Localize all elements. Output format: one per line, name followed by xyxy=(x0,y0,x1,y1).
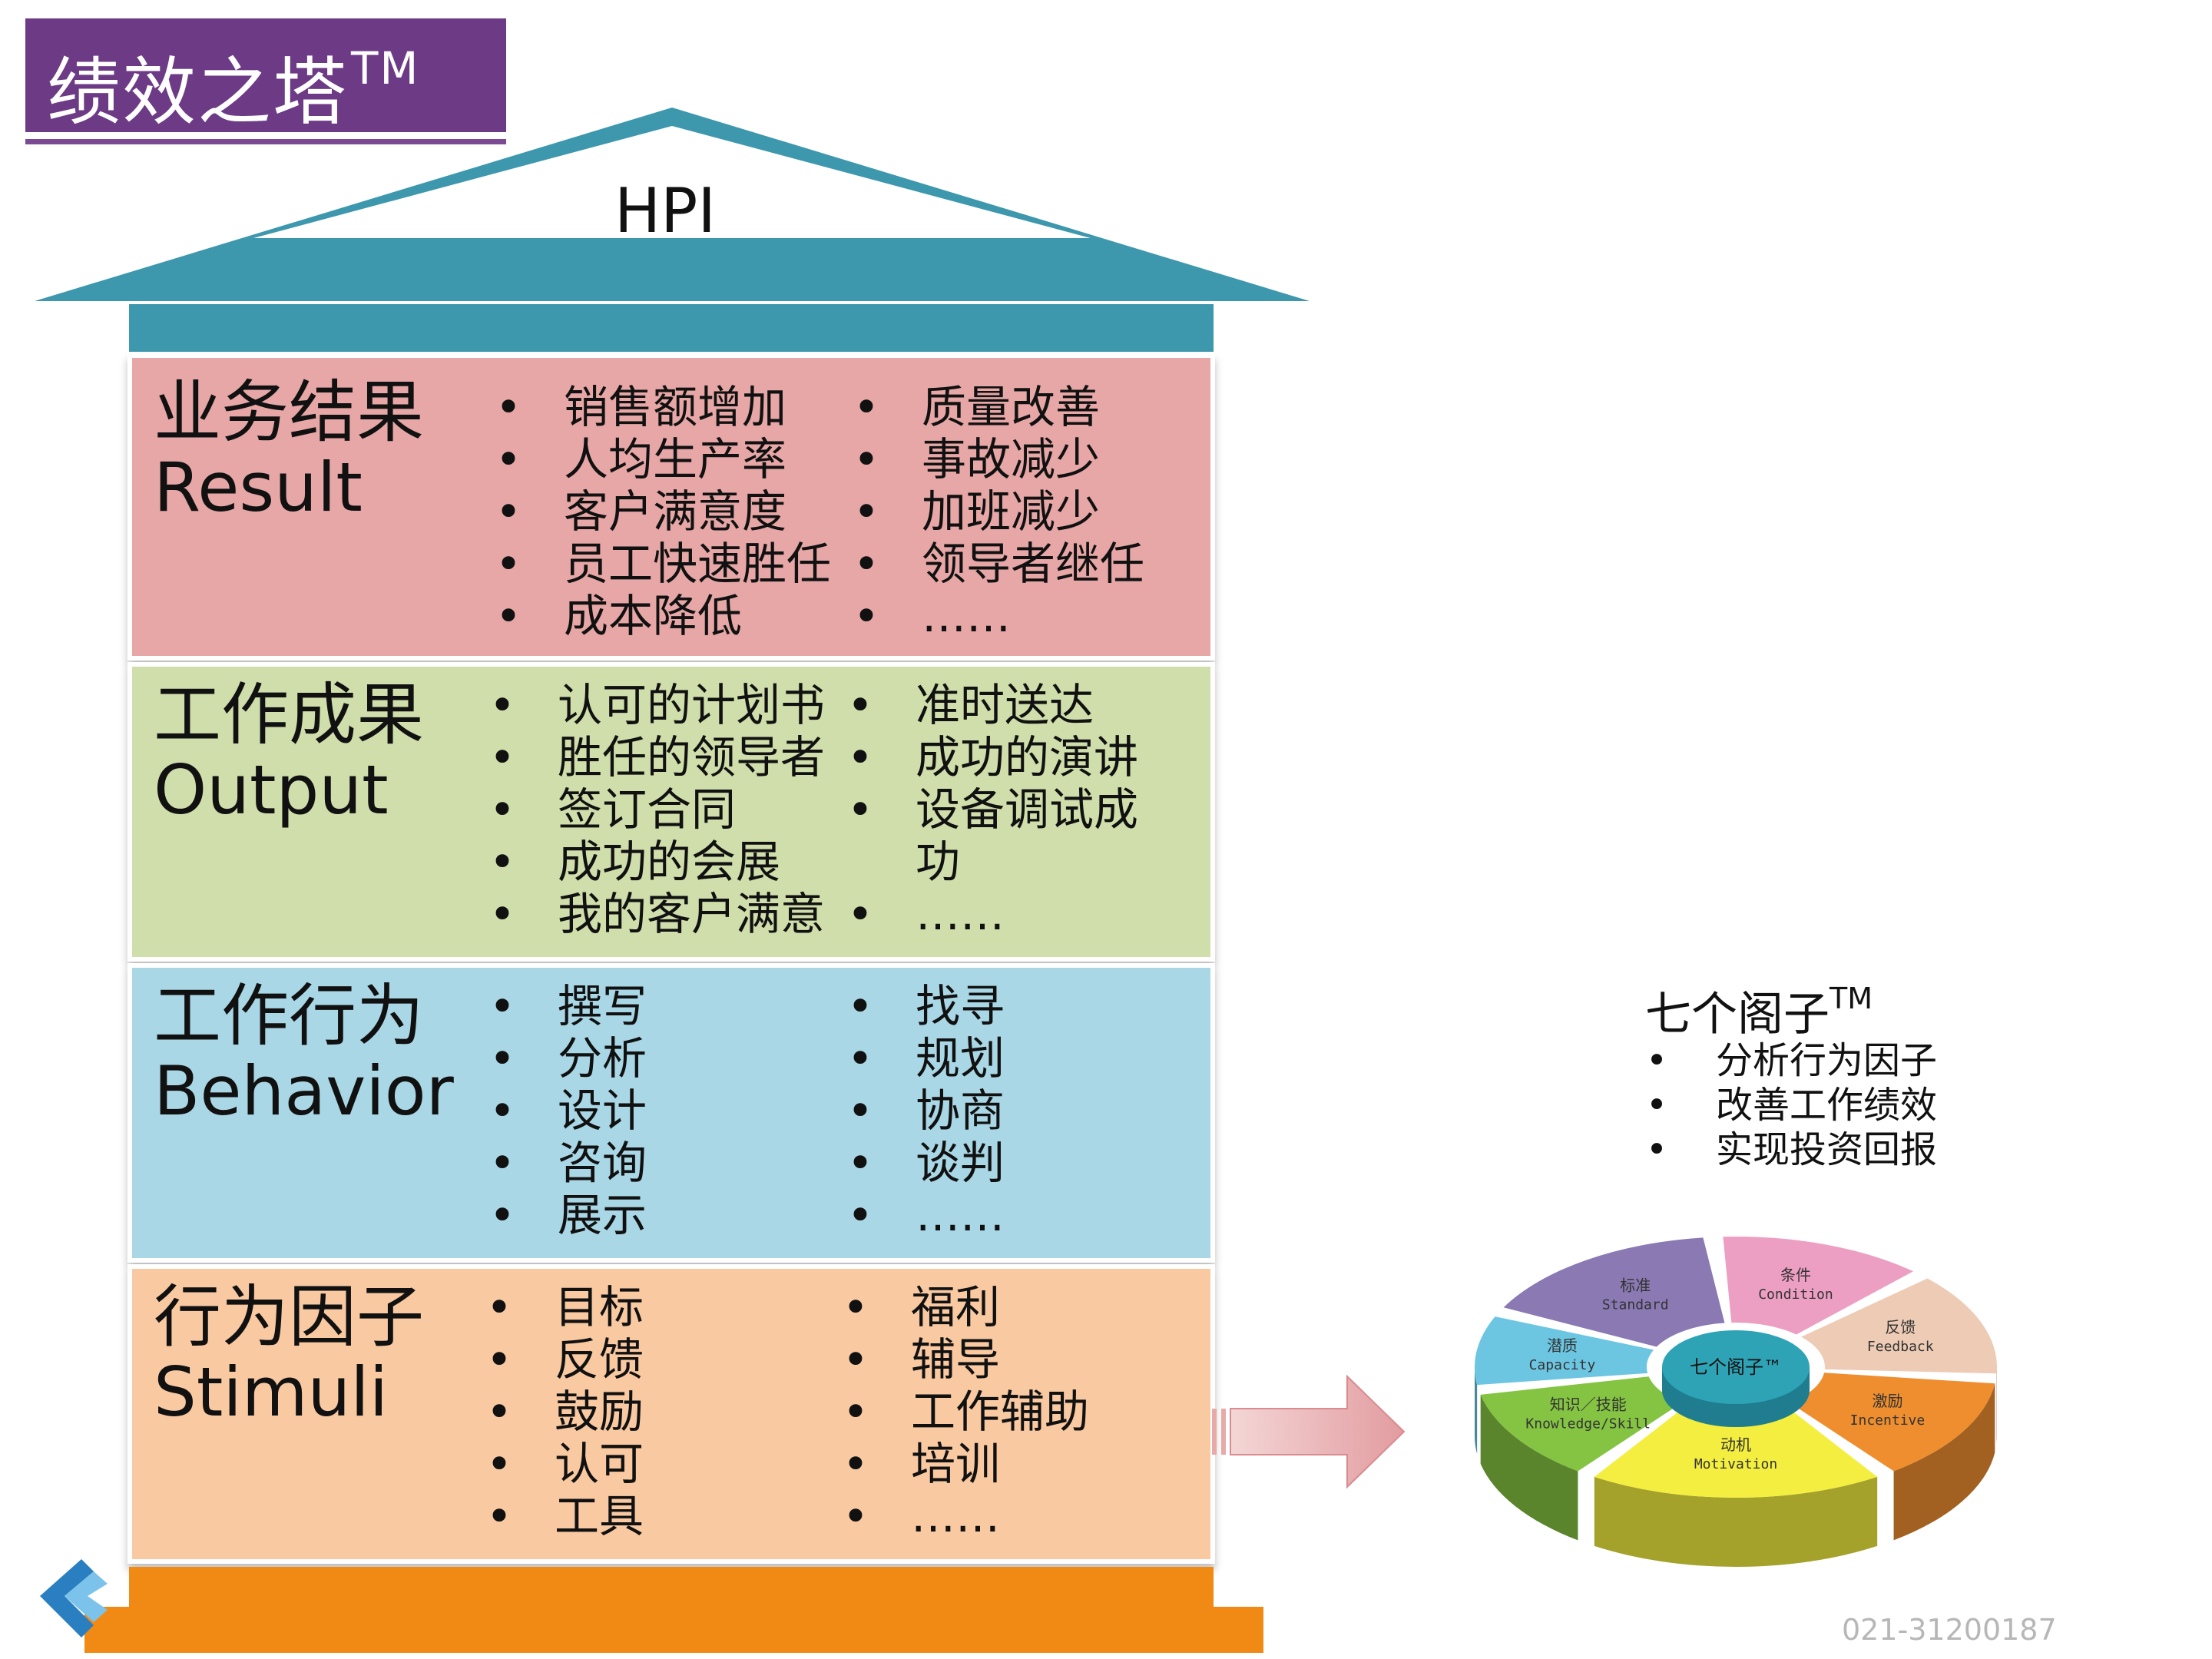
list-item: •…… xyxy=(846,888,1005,940)
wheel-segment-standard: 标准 Standard xyxy=(1503,1237,1725,1347)
list-item: •认可的计划书 xyxy=(488,679,826,731)
list-item: •成功的演讲 xyxy=(846,731,1139,783)
tier-list-left: •销售额增加 •人均生产率 •客户满意度 •员工快速胜任 •成本降低 xyxy=(493,381,831,642)
list-item: •撰写 xyxy=(488,980,647,1032)
list-item: •领导者继任 xyxy=(853,538,1145,590)
tier-list-right: •质量改善 •事故减少 •加班减少 •领导者继任 •…… xyxy=(851,381,1144,642)
tier-list-right: •找寻 •规划 •协商 •谈判 •…… xyxy=(845,980,1005,1241)
segment-label-zh: 反馈 xyxy=(1885,1318,1916,1336)
seven-wheel: 标准 Standard 条件 Condition 反馈 Feedback 激励 Incenti… xyxy=(1475,1237,1997,1567)
list-item: •规划 xyxy=(846,1032,1005,1084)
list-item: •反馈 xyxy=(485,1333,644,1386)
list-item: •找寻 xyxy=(846,980,1005,1032)
segment-label-zh: 标准 xyxy=(1620,1277,1651,1295)
tier-list-right: •准时送达 •成功的演讲 •设备调试成 功 •…… xyxy=(845,679,1138,940)
segment-label-zh: 知识／技能 xyxy=(1550,1395,1627,1413)
tier-heading: 工作行为 Behavior xyxy=(154,976,454,1131)
list-item: •…… xyxy=(842,1490,1000,1542)
roof-label: HPI xyxy=(614,175,716,247)
list-item: •员工快速胜任 xyxy=(495,538,832,590)
list-item: •工作辅助 xyxy=(842,1386,1090,1438)
list-item: 功 xyxy=(916,836,961,888)
roof-window xyxy=(253,126,1091,238)
page-title: 绩效之塔TM xyxy=(47,42,420,135)
list-item: •销售额增加 xyxy=(495,381,787,433)
list-item: •准时送达 xyxy=(846,679,1094,731)
tier-result: 业务结果 Result •销售额增加 •人均生产率 •客户满意度 •员工快速胜任… xyxy=(127,353,1215,661)
list-item: •设备调试成 xyxy=(846,783,1139,836)
list-item: •设计 xyxy=(488,1084,647,1137)
list-item: •分析 xyxy=(488,1032,647,1084)
wheel-hub xyxy=(1662,1330,1810,1404)
tier-behavior: 工作行为 Behavior •撰写 •分析 •设计 •咨询 •展示 •找寻 •规… xyxy=(127,963,1215,1263)
list-item: •分析行为因子 xyxy=(1645,1039,1938,1082)
wheel-hub-label: 七个阁子™ xyxy=(1690,1356,1782,1378)
tier-output: 工作成果 Output •认可的计划书 •胜任的领导者 •签订合同 •成功的会展… xyxy=(127,662,1215,962)
title-banner: 绩效之塔TM xyxy=(25,18,506,135)
list-item: •辅导 xyxy=(842,1333,1001,1386)
arrow-right-icon xyxy=(1212,1374,1406,1489)
list-item: •培训 xyxy=(842,1438,1001,1490)
phone-number: 021-31200187 xyxy=(1842,1613,2057,1647)
top-beam xyxy=(129,304,1214,352)
tier-heading: 工作成果 Output xyxy=(154,675,425,830)
segment-label-zh: 激励 xyxy=(1872,1392,1902,1410)
tier-list-left: •认可的计划书 •胜任的领导者 •签订合同 •成功的会展 •我的客户满意 xyxy=(487,679,825,940)
list-item: •客户满意度 xyxy=(495,485,787,538)
list-item: •人均生产率 xyxy=(495,433,787,485)
tier-list-left: •撰写 •分析 •设计 •咨询 •展示 xyxy=(487,980,647,1241)
segment-label-zh: 动机 xyxy=(1720,1435,1751,1454)
list-item: •协商 xyxy=(846,1084,1005,1137)
foundation-lower xyxy=(84,1607,1263,1653)
company-logo-icon xyxy=(40,1559,108,1637)
wheel-segment-incentive: 激励 Incentive xyxy=(1790,1373,1995,1541)
list-item: •成功的会展 xyxy=(488,836,781,888)
list-item: •咨询 xyxy=(488,1137,647,1189)
seven-list: •分析行为因子 •改善工作绩效 •实现投资回报 xyxy=(1645,1038,1937,1172)
wheel-segment-condition: 条件 Condition xyxy=(1723,1237,1914,1335)
tier-stimuli: 行为因子 Stimuli •目标 •反馈 •鼓励 •认可 •工具 •福利 •辅导… xyxy=(127,1264,1215,1564)
segment-label-en: Capacity xyxy=(1529,1357,1596,1373)
segment-label-zh: 潜质 xyxy=(1547,1336,1578,1355)
tier-list-left: •目标 •反馈 •鼓励 •认可 •工具 xyxy=(484,1281,644,1542)
segment-label-en: Incentive xyxy=(1850,1412,1926,1429)
wheel-segment-knowledgeskill: 知识／技能 Knowledge/Skill xyxy=(1480,1376,1682,1541)
list-item: •我的客户满意 xyxy=(488,888,826,940)
seven-title: 七个阁子TM xyxy=(1645,982,1873,1041)
list-item: •鼓励 xyxy=(485,1386,644,1438)
segment-label-en: Condition xyxy=(1758,1286,1833,1303)
list-item: •事故减少 xyxy=(853,433,1101,485)
tier-list-right: •福利 •辅导 •工作辅助 •培训 •…… xyxy=(840,1281,1089,1542)
tier-heading: 业务结果 Result xyxy=(154,373,425,527)
list-item: •质量改善 xyxy=(853,381,1101,433)
list-item: •…… xyxy=(846,1189,1005,1241)
segment-label-en: Knowledge/Skill xyxy=(1525,1416,1651,1432)
list-item: •胜任的领导者 xyxy=(488,731,826,783)
segment-label-en: Standard xyxy=(1602,1297,1669,1313)
list-item: •成本降低 xyxy=(495,590,743,642)
wheel-segment-motivation: 动机 Motivation xyxy=(1594,1404,1878,1567)
segment-label-zh: 条件 xyxy=(1780,1266,1811,1284)
segment-label-en: Motivation xyxy=(1694,1456,1777,1472)
list-item: •签订合同 xyxy=(488,783,737,836)
list-item: •谈判 xyxy=(846,1137,1005,1189)
roof xyxy=(35,108,1310,301)
tier-heading: 行为因子 Stimuli xyxy=(154,1277,425,1432)
list-item: •…… xyxy=(853,590,1011,642)
segment-label-en: Feedback xyxy=(1867,1339,1934,1355)
list-item: •实现投资回报 xyxy=(1645,1128,1938,1171)
wheel-segment-capacity: 潜质 Capacity xyxy=(1475,1316,1654,1455)
foundation-upper xyxy=(129,1567,1214,1607)
list-item: •改善工作绩效 xyxy=(1645,1084,1938,1127)
list-item: •工具 xyxy=(485,1490,644,1542)
list-item: •福利 xyxy=(842,1281,1001,1333)
list-item: •认可 xyxy=(485,1438,644,1490)
list-item: •展示 xyxy=(488,1189,647,1241)
wheel-segment-feedback: 反馈 Feedback xyxy=(1801,1278,1997,1443)
list-item: •目标 xyxy=(485,1281,644,1333)
list-item: •加班减少 xyxy=(853,485,1101,538)
